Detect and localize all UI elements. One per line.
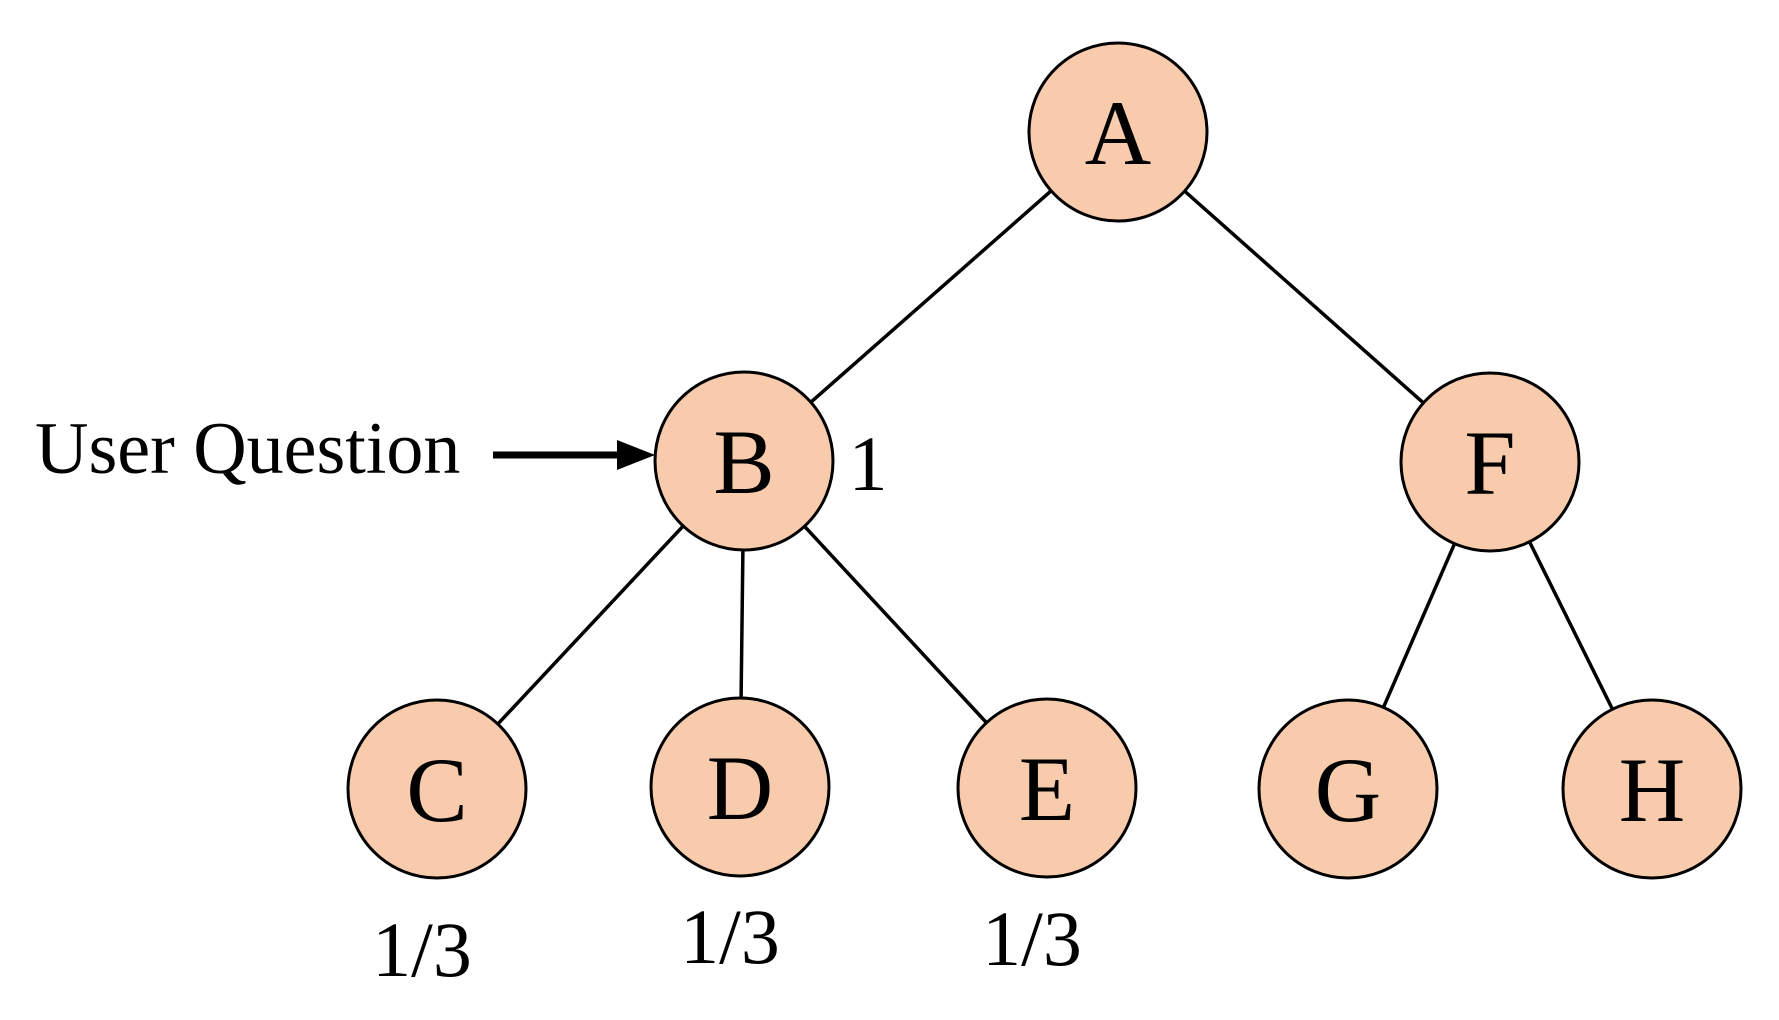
node-c-label: C (406, 739, 467, 841)
node-a: A (1027, 41, 1209, 223)
node-c-weight-label: 1/3 (372, 906, 472, 993)
node-h-circle (1561, 698, 1743, 880)
node-g-circle (1257, 698, 1439, 880)
node-d: D (649, 696, 831, 878)
node-f-circle (1399, 371, 1581, 553)
node-d-weight-label: 1/3 (680, 893, 780, 980)
node-g: G (1257, 698, 1439, 880)
node-e-circle (956, 697, 1138, 879)
node-b: B (653, 370, 835, 552)
node-f-label: F (1464, 412, 1515, 514)
arrow-right-icon (493, 440, 655, 470)
node-a-label: A (1085, 82, 1151, 184)
node-b-circle (653, 370, 835, 552)
node-c: C (346, 698, 528, 880)
user-question-annotation: User Question (35, 408, 655, 490)
node-e-label: E (1019, 738, 1075, 840)
node-d-label: D (707, 737, 773, 839)
weight-labels: 1 1/3 1/3 1/3 (372, 420, 1082, 993)
node-g-label: G (1315, 739, 1381, 841)
node-e-weight-label: 1/3 (982, 895, 1082, 982)
node-b-weight-label: 1 (849, 420, 888, 507)
node-f: F (1399, 371, 1581, 553)
node-h: H (1561, 698, 1743, 880)
user-question-label: User Question (35, 408, 460, 490)
node-h-label: H (1619, 739, 1685, 841)
nodes: A B F C D E G (346, 41, 1743, 880)
node-c-circle (346, 698, 528, 880)
node-b-label: B (713, 411, 774, 513)
node-e: E (956, 697, 1138, 879)
node-a-circle (1027, 41, 1209, 223)
node-d-circle (649, 696, 831, 878)
